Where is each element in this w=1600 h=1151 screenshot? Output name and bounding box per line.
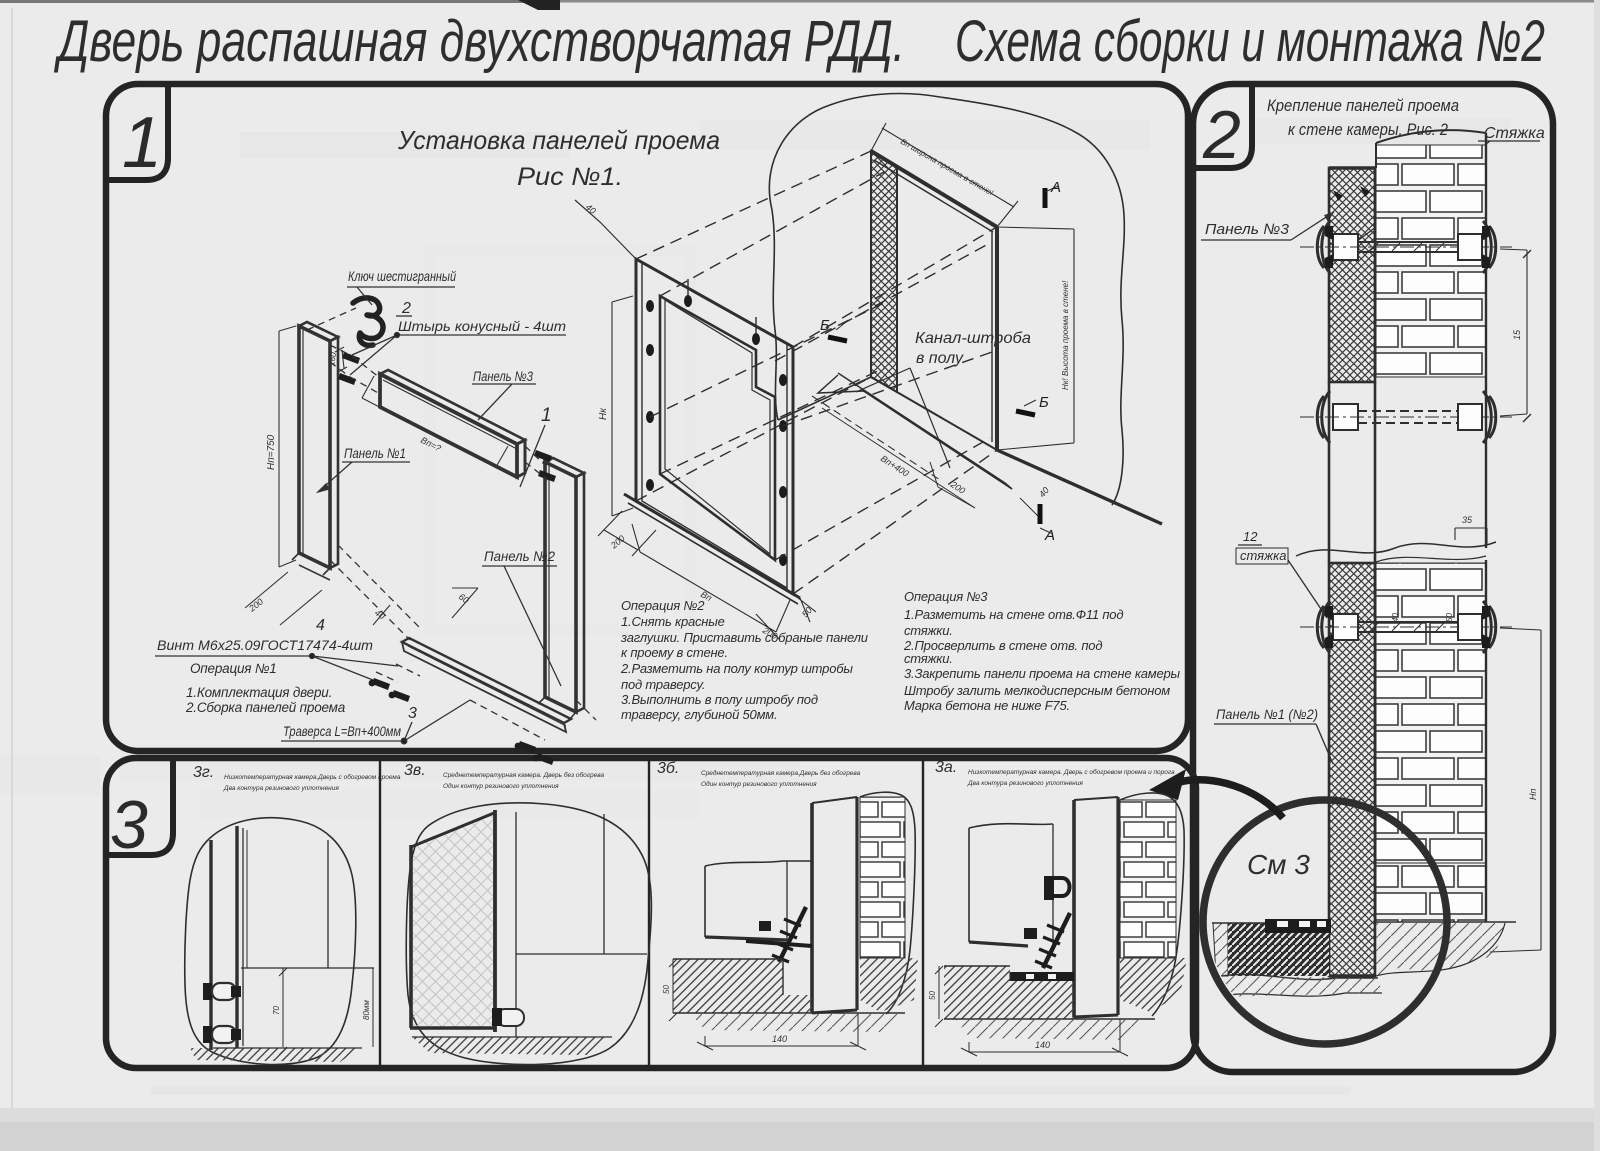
svg-text:Среднетемпературная камера.Две: Среднетемпературная камера.Дверь без обо… xyxy=(701,769,861,777)
svg-text:Ключ шестигранный: Ключ шестигранный xyxy=(348,268,456,284)
svg-text:3а.: 3а. xyxy=(935,759,957,776)
svg-text:стяжка: стяжка xyxy=(1240,548,1286,563)
svg-text:Траверса L=Вп+400мм: Траверса L=Вп+400мм xyxy=(283,724,401,739)
svg-text:Два контура резинового уплотне: Два контура резинового уплотнения xyxy=(223,785,339,792)
svg-text:160: 160 xyxy=(327,351,338,366)
svg-text:См 3: См 3 xyxy=(1247,849,1310,880)
svg-text:2.Просверлить в стене отв. п: 2.Просверлить в стене отв. под xyxy=(903,638,1102,653)
svg-text:Марка бетона не ниже F75.: Марка бетона не ниже F75. xyxy=(904,698,1070,713)
svg-text:Панель №1 (№2): Панель №1 (№2) xyxy=(1216,707,1318,722)
svg-text:Штырь конусный - 4шт: Штырь конусный - 4шт xyxy=(398,318,566,334)
svg-text:в полу: в полу xyxy=(916,350,964,367)
svg-text:Стяжка: Стяжка xyxy=(1484,125,1545,142)
svg-text:Операция №1: Операция №1 xyxy=(190,661,277,676)
svg-text:Вп: Вп xyxy=(699,589,714,603)
svg-text:Операция №3: Операция №3 xyxy=(904,589,988,604)
svg-text:70: 70 xyxy=(272,1006,281,1015)
svg-text:Один контур резинового уплотне: Один контур резинового уплотнения xyxy=(443,782,559,790)
svg-text:3: 3 xyxy=(408,705,417,722)
svg-text:Установка панелей проема: Установка панелей проема xyxy=(397,125,720,155)
svg-text:Б: Б xyxy=(1039,394,1049,411)
svg-text:траверсу, глубиной 50мм.: траверсу, глубиной 50мм. xyxy=(621,707,777,722)
svg-text:Дверь распашная двухстворчатая: Дверь распашная двухстворчатая РДД. xyxy=(53,9,905,74)
svg-text:2.Сборка панелей проема: 2.Сборка панелей проема xyxy=(185,700,346,715)
svg-text:Операция №2: Операция №2 xyxy=(621,598,705,613)
svg-text:к стене камеры. Рис. 2: к стене камеры. Рис. 2 xyxy=(1288,120,1448,139)
svg-text:50: 50 xyxy=(662,985,671,994)
svg-text:Б: Б xyxy=(820,317,830,334)
svg-text:стяжки.: стяжки. xyxy=(904,651,953,666)
svg-text:3.Выполнить в полу штробу под: 3.Выполнить в полу штробу под xyxy=(621,692,818,707)
svg-text:Нк: Нк xyxy=(598,407,609,420)
svg-text:заглушки. Приставить собраные: заглушки. Приставить собраные панели xyxy=(620,630,868,645)
svg-text:50: 50 xyxy=(928,991,937,1000)
svg-text:1.Комплектация двери.: 1.Комплектация двери. xyxy=(186,685,332,700)
svg-text:Низкотемпературная камера. Две: Низкотемпературная камера. Дверь с обогр… xyxy=(968,768,1175,776)
svg-text:40: 40 xyxy=(584,202,598,216)
svg-text:Винт М6х25.09ГОСТ17474-4шт: Винт М6х25.09ГОСТ17474-4шт xyxy=(157,637,373,653)
svg-text:1: 1 xyxy=(541,405,552,426)
svg-text:140: 140 xyxy=(1035,1040,1050,1050)
svg-text:Низкотемпературная камера.Двер: Низкотемпературная камера.Дверь с обогре… xyxy=(224,773,401,781)
svg-text:12: 12 xyxy=(1243,529,1258,544)
svg-text:Среднетемпературная камера. Дв: Среднетемпературная камера. Дверь без об… xyxy=(443,771,604,779)
svg-text:к проему в стене.: к проему в стене. xyxy=(621,645,728,660)
svg-text:3б.: 3б. xyxy=(657,760,679,777)
svg-text:Один контур резинового уплотне: Один контур резинового уплотнения xyxy=(701,780,817,788)
svg-text:стяжки.: стяжки. xyxy=(904,623,953,638)
svg-text:Два контура резинового уплотне: Два контура резинового уплотнения xyxy=(967,780,1083,787)
svg-text:40: 40 xyxy=(373,607,387,621)
svg-text:40: 40 xyxy=(1037,485,1051,499)
svg-text:Нп=750: Нп=750 xyxy=(266,434,277,470)
svg-text:50: 50 xyxy=(1445,613,1454,622)
svg-text:3в.: 3в. xyxy=(404,762,426,779)
svg-text:Нк! Высота проема в стене!: Нк! Высота проема в стене! xyxy=(1061,280,1070,390)
svg-text:3.Закрепить панели проема на с: 3.Закрепить панели проема на стене камер… xyxy=(904,666,1181,681)
svg-text:140: 140 xyxy=(772,1034,787,1044)
svg-text:1.Снять красные: 1.Снять красные xyxy=(621,614,725,629)
svg-text:3: 3 xyxy=(110,787,148,863)
svg-text:2: 2 xyxy=(1202,97,1241,173)
svg-text:40: 40 xyxy=(1391,613,1400,622)
svg-text:2.Разметить на полу контур штр: 2.Разметить на полу контур штробы xyxy=(620,661,853,676)
svg-text:60: 60 xyxy=(457,591,471,605)
svg-text:Панель №3: Панель №3 xyxy=(473,368,533,384)
svg-text:15: 15 xyxy=(1512,329,1522,340)
svg-text:Канал-штроба: Канал-штроба xyxy=(915,330,1031,347)
svg-text:2: 2 xyxy=(401,300,411,317)
svg-text:80мм: 80мм xyxy=(362,1000,371,1020)
svg-text:50: 50 xyxy=(800,605,814,619)
svg-text:Панель №1: Панель №1 xyxy=(344,445,406,461)
svg-text:1.Разметить на стене отв.Ф11 п: 1.Разметить на стене отв.Ф11 под xyxy=(904,607,1123,622)
svg-text:А: А xyxy=(1044,527,1055,544)
svg-text:1: 1 xyxy=(122,103,162,183)
svg-text:под траверсу.: под траверсу. xyxy=(621,677,705,692)
svg-text:3г.: 3г. xyxy=(193,764,214,781)
svg-text:4: 4 xyxy=(316,617,325,634)
svg-text:Рис №1.: Рис №1. xyxy=(517,163,623,191)
svg-text:Схема сборки и монтажа №2: Схема сборки и монтажа №2 xyxy=(955,9,1545,74)
svg-text:Панель №2: Панель №2 xyxy=(484,548,555,564)
svg-text:35: 35 xyxy=(1462,515,1473,525)
svg-text:Нп: Нп xyxy=(1528,789,1538,800)
svg-text:Штробу залить мелкодисперсным: Штробу залить мелкодисперсным бетоном xyxy=(904,683,1170,698)
svg-text:Крепление панелей проема: Крепление панелей проема xyxy=(1267,96,1459,115)
svg-text:Панель №3: Панель №3 xyxy=(1205,221,1290,238)
